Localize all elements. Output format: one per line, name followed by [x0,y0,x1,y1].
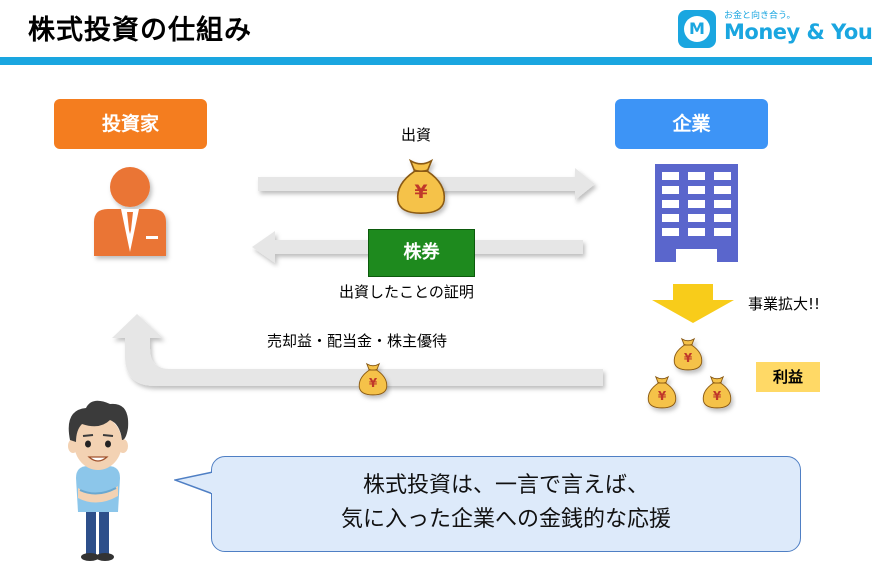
investor-icon [94,167,166,256]
investment-label: 出資 [401,126,432,144]
person-illustration [68,400,129,561]
speech-bubble: 株式投資は、一言で言えば、 気に入った企業への金銭的な応援 [211,456,801,552]
investor-box: 投資家 [54,99,207,149]
brand-name: Money & You [724,20,872,44]
svg-text:¥: ¥ [414,181,427,203]
money-you-logo-icon: M [678,10,716,48]
expansion-label: 事業拡大!! [748,295,821,313]
company-box: 企業 [615,99,768,149]
logo-letter: M [684,16,710,42]
svg-text:¥: ¥ [369,376,378,390]
money-bag-icon: ¥ [702,376,732,409]
building-icon [655,164,738,262]
profit-label: 利益 [756,362,820,392]
money-bag-icon: ¥ [673,338,703,371]
svg-text:¥: ¥ [658,389,667,403]
svg-text:¥: ¥ [684,351,693,365]
brand-tagline: お金と向き合う。 [724,11,796,21]
return-arrow [112,314,603,386]
down-arrow-icon [652,284,734,323]
money-bag-icon: ¥ [396,159,446,215]
svg-text:¥: ¥ [713,389,722,403]
stock-certificate-box: 株券 [368,229,475,277]
page-title: 株式投資の仕組み [28,15,252,46]
speech-line-2: 気に入った企業への金銭的な応援 [340,507,671,532]
title-rule [0,57,872,65]
speech-line-1: 株式投資は、一言で言えば、 [362,473,649,498]
speech-bubble-tail [174,471,214,495]
brand-logo: M お金と向き合う。 Money & You [678,8,872,50]
returns-label: 売却益・配当金・株主優待 [267,332,448,350]
proof-label: 出資したことの証明 [339,283,474,301]
money-bag-icon: ¥ [647,376,677,409]
money-bag-icon: ¥ [358,363,388,396]
